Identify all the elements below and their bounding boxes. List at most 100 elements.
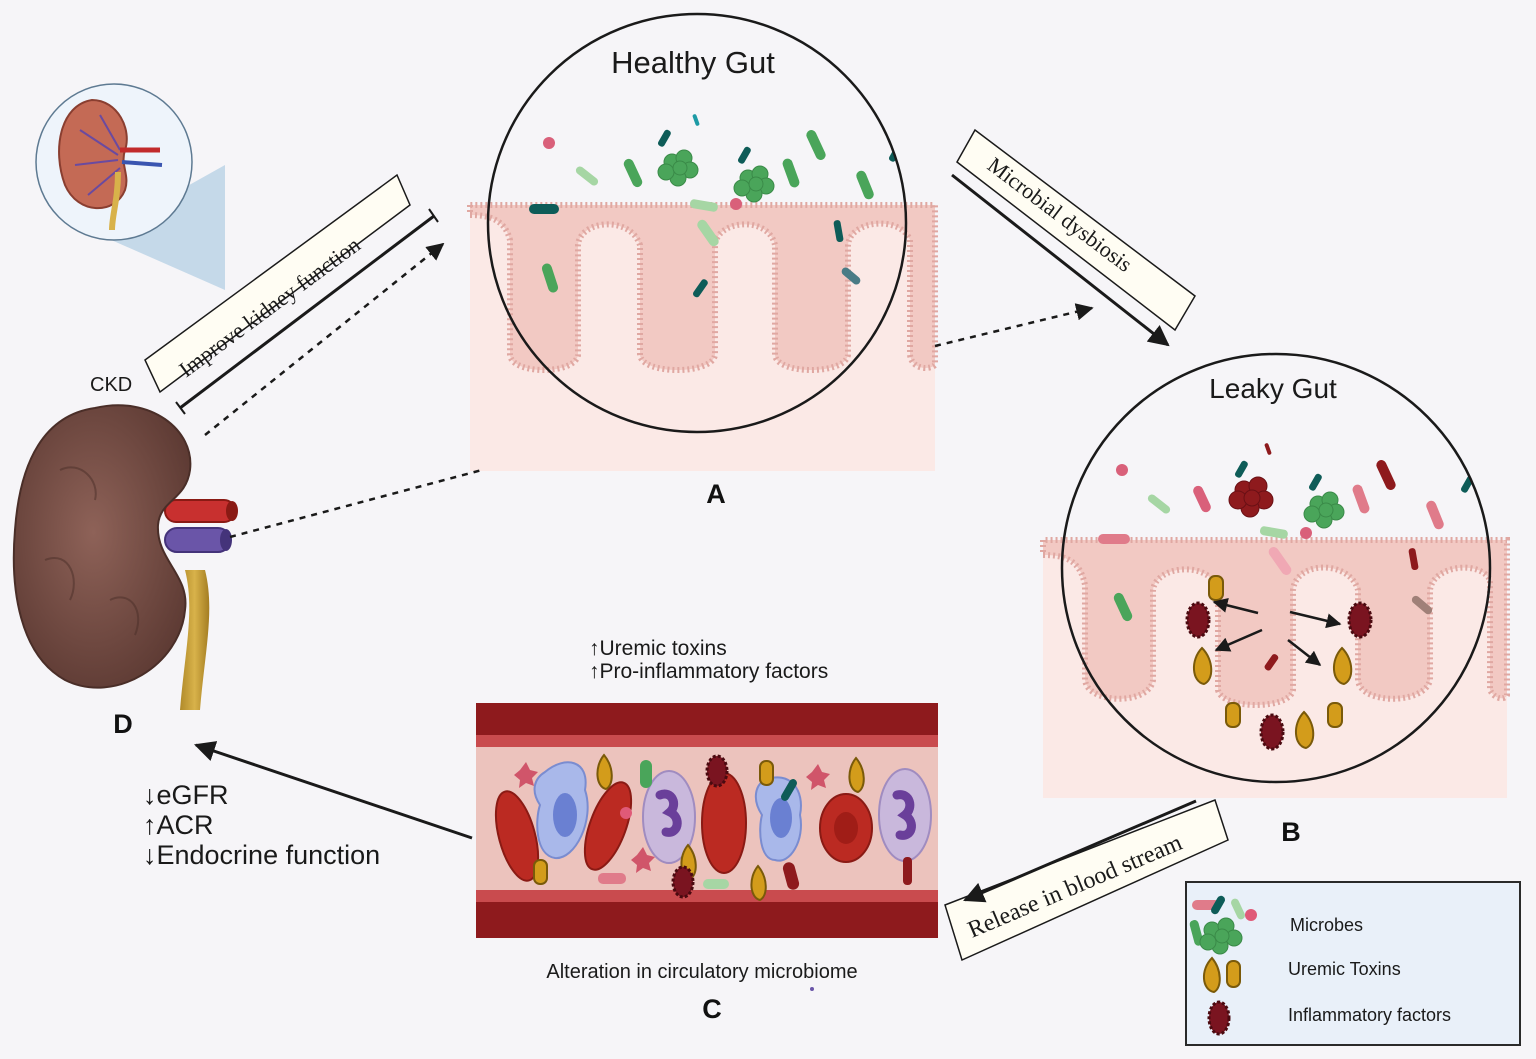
microbe-rod (782, 862, 800, 890)
microbe-rod (1193, 485, 1211, 513)
panel-letter-a: A (706, 479, 726, 509)
improve-kidney-bar-cap (428, 208, 439, 223)
kidney-effects: ↓eGFR ↑ACR ↓Endocrine function (143, 780, 380, 870)
platelet (631, 847, 655, 873)
microbe-rod (738, 146, 751, 164)
renal-artery-opening (226, 501, 238, 521)
microbe-rod (529, 204, 559, 214)
leak-arrow (1214, 628, 1263, 652)
red-blood-cell-center (834, 812, 858, 844)
uremic-toxin (1333, 646, 1353, 686)
microbe-rod (1376, 460, 1396, 490)
leaky-gut-lens (1060, 352, 1492, 784)
inflammatory-factor (1259, 713, 1285, 751)
microbe-cluster (1303, 491, 1345, 529)
microbe-rod (1408, 548, 1419, 571)
blood-vessel-panel: ↑Uremic toxins ↑Pro-inflammatory factors (476, 637, 938, 1024)
uremic-toxin (533, 859, 548, 885)
microbe-rod (1268, 546, 1292, 576)
stray-dot (810, 987, 814, 991)
microbe-coccus (730, 198, 742, 210)
healthy-gut-panel: Healthy Gut A (467, 12, 938, 509)
blood-cells (494, 753, 932, 902)
microbe-rod (703, 879, 729, 889)
dysbiosis-arrow (951, 173, 1170, 347)
legend-label-inflammatory-factors: Inflammatory factors (1288, 1005, 1451, 1025)
release-arrow (963, 799, 1197, 903)
effect-acr: ↑ACR (143, 810, 214, 840)
kidney-texture (44, 466, 140, 636)
microbe-rod (692, 114, 700, 126)
uremic-toxin (759, 760, 774, 786)
legend: Microbes Uremic Toxins Inflammatory fact… (1185, 881, 1521, 1046)
white-blood-cell-nucleus (770, 798, 792, 838)
microbe-rod (640, 760, 652, 788)
release-banner (944, 799, 1229, 962)
vessel-wall-top (476, 703, 938, 735)
uremic-toxin (1295, 710, 1315, 750)
microbe-rod (782, 158, 800, 188)
ureter (180, 570, 210, 710)
microbe-rod (806, 130, 826, 160)
pro-inflammatory-increase: ↑Pro-inflammatory factors (589, 660, 828, 683)
legend-label-microbes: Microbes (1290, 915, 1363, 935)
microbe-rod (841, 267, 861, 285)
healthy-to-leaky-dashed-arrow (934, 303, 1094, 348)
microbe-rod (541, 263, 559, 293)
vessel-wall-bottom (476, 902, 938, 938)
healthy-microbes (529, 114, 902, 298)
kidney-to-gut-dashed-line (229, 468, 483, 539)
legend-label-uremic-toxins: Uremic Toxins (1288, 959, 1401, 979)
effect-egfr: ↓eGFR (143, 780, 229, 810)
kidney-section-vessels (74, 114, 121, 196)
kidney-section (58, 98, 128, 210)
dysbiosis-text: Microbial dysbiosis (983, 152, 1137, 277)
microbe-rod (689, 199, 718, 212)
microbe-coccus (1300, 527, 1312, 539)
microbe-rod (1411, 595, 1433, 615)
panel-letter-b: B (1281, 817, 1301, 847)
microbe-rod (1259, 526, 1288, 539)
microbe-rod (1147, 494, 1171, 514)
vessel-lining-top (476, 735, 938, 747)
inflammatory-factor (1347, 601, 1373, 639)
uremic-toxin (1193, 646, 1213, 686)
red-blood-cell (583, 781, 633, 871)
leak-arrow (1212, 597, 1259, 615)
white-blood-cell-nucleus (553, 793, 577, 837)
microbe-rod (1113, 592, 1133, 622)
microbe-rod (1264, 443, 1272, 455)
inset-zoom-wedge (100, 165, 225, 290)
microbe-rod (692, 279, 708, 298)
microbe-cluster (657, 149, 699, 187)
microbe-rod (658, 129, 671, 147)
red-blood-cell (701, 772, 747, 874)
neutrophil-nucleus (655, 789, 682, 837)
ckd-label: CKD (90, 374, 132, 396)
microbe-rod (623, 158, 643, 188)
red-blood-cell (494, 790, 540, 882)
kidney-section-ureter (109, 171, 121, 231)
microbe-rod (833, 220, 844, 243)
inflammatory-factor (671, 865, 695, 899)
microbe-rod (697, 219, 719, 247)
dysbiosis-banner (956, 128, 1196, 332)
microbe-rod (575, 166, 599, 186)
panel-letter-c: C (702, 994, 722, 1024)
kidney-section-vein (121, 160, 163, 167)
uremic-toxin-icon (1203, 956, 1241, 994)
microbes-icon (1189, 895, 1257, 955)
microbe-rod (856, 170, 874, 200)
microbe-rod (1426, 500, 1444, 530)
inflammatory-factor-icon (1207, 1000, 1231, 1036)
effect-endocrine: ↓Endocrine function (143, 840, 380, 870)
uremic-toxin (1208, 575, 1224, 601)
inflammatory-factor (705, 754, 729, 788)
leak-arrow (1287, 639, 1322, 666)
inflammatory-factor (1185, 601, 1211, 639)
improve-kidney-bar (179, 214, 435, 410)
leaky-gut-panel: Leaky Gut B (1040, 352, 1510, 847)
microbe-rod (1098, 534, 1130, 544)
microbe-rod (598, 873, 626, 884)
vessel-lining-bottom (476, 890, 938, 902)
